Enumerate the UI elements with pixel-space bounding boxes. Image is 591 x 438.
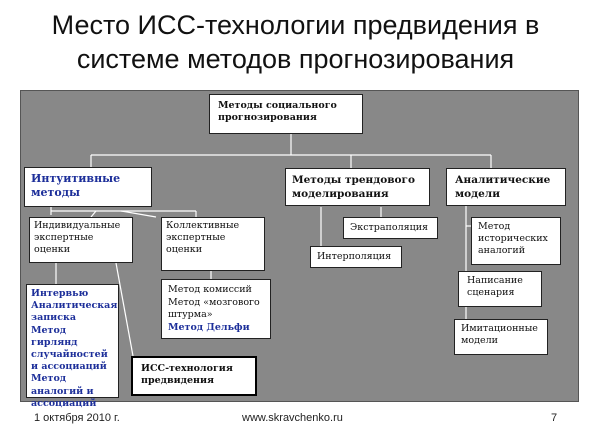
individual-method-item: Интервью — [31, 288, 89, 299]
individual-method-item: Метод — [31, 373, 67, 385]
individual-method-item: аналогий и — [31, 385, 94, 397]
individual-method-item: случайностей — [31, 349, 108, 361]
scenario-line2: сценария — [467, 287, 515, 298]
extrapolation-box: Экстраполяция — [343, 217, 438, 239]
collective-methods-list: Метод комиссий Метод «мозгового штурма» … — [161, 279, 271, 339]
collective-expert-box: Коллективные экспертные оценки — [161, 217, 265, 271]
simulation-models-box: Имитационные модели — [454, 319, 548, 355]
individual-method-item: ассоциаций — [31, 397, 97, 409]
intuitive-line2: методы — [31, 186, 81, 199]
slide-title-line1: Место ИСС-технологии предвидения в — [51, 10, 540, 40]
individual-line2: экспертные — [34, 232, 94, 243]
trend-methods-box: Методы трендового моделирования — [285, 168, 430, 206]
trend-line2: моделирования — [292, 188, 389, 200]
iss-line2: предвидения — [141, 375, 215, 386]
historical-analogies-box: Метод исторических аналогий — [471, 217, 561, 265]
iss-technology-box: ИСС-технология предвидения — [131, 356, 257, 396]
slide-title-line2: системе методов прогнозирования — [76, 44, 515, 74]
collective-line3: оценки — [166, 244, 203, 255]
connector-lines — [50, 131, 492, 357]
individual-method-item: и ассоциаций — [31, 361, 107, 373]
simulation-line2: модели — [461, 335, 498, 346]
individual-line3: оценки — [34, 244, 71, 255]
interpolation-label: Интерполяция — [317, 251, 392, 262]
analytic-line1: Аналитические — [455, 174, 551, 186]
intuitive-line1: Интуитивные — [31, 172, 121, 185]
individual-method-item: Метод гирлянд — [31, 324, 78, 348]
diagram-panel: Методы социального прогнозирования Интуи… — [20, 90, 579, 409]
footer-date: 1 октября 2010 г. — [34, 412, 120, 424]
analytic-models-box: Аналитические модели — [446, 168, 566, 206]
simulation-line1: Имитационные — [461, 323, 538, 334]
scenario-writing-box: Написание сценария — [458, 271, 542, 307]
scenario-line1: Написание — [467, 275, 523, 286]
footer-site: www.skravchenko.ru — [242, 412, 343, 424]
interpolation-box: Интерполяция — [310, 246, 402, 268]
historical-line2: исторических — [478, 233, 548, 244]
individual-method-item: записка — [31, 312, 77, 324]
analytic-line2: модели — [455, 188, 500, 200]
footer-page-number: 7 — [551, 412, 558, 424]
intuitive-methods-box: Интуитивные методы — [24, 167, 152, 207]
individual-method-item: Аналитическая — [31, 300, 118, 312]
collective-method-item: Метод комиссий — [168, 284, 252, 295]
historical-line1: Метод — [478, 221, 511, 232]
collective-line2: экспертные — [166, 232, 226, 243]
collective-method-item-delphi: Метод Дельфи — [168, 321, 250, 333]
collective-line1: Коллективные — [166, 220, 240, 231]
trend-line1: Методы трендового — [292, 174, 415, 186]
root-line1: Методы социального — [218, 100, 337, 111]
individual-methods-list: Интервью Аналитическая записка Метод гир… — [26, 284, 119, 409]
iss-line1: ИСС-технология — [141, 363, 233, 374]
root-line2: прогнозирования — [218, 112, 317, 123]
individual-expert-box: Индивидуальные экспертные оценки — [29, 217, 133, 263]
root-methods-box: Методы социального прогнозирования — [209, 94, 363, 134]
extrapolation-label: Экстраполяция — [350, 222, 429, 233]
collective-method-item: Метод «мозгового — [168, 296, 260, 308]
historical-line3: аналогий — [478, 245, 526, 256]
collective-method-item: штурма» — [168, 309, 213, 320]
slide-title: Место ИСС-технологии предвидения в систе… — [0, 8, 591, 76]
individual-line1: Индивидуальные — [34, 220, 121, 231]
